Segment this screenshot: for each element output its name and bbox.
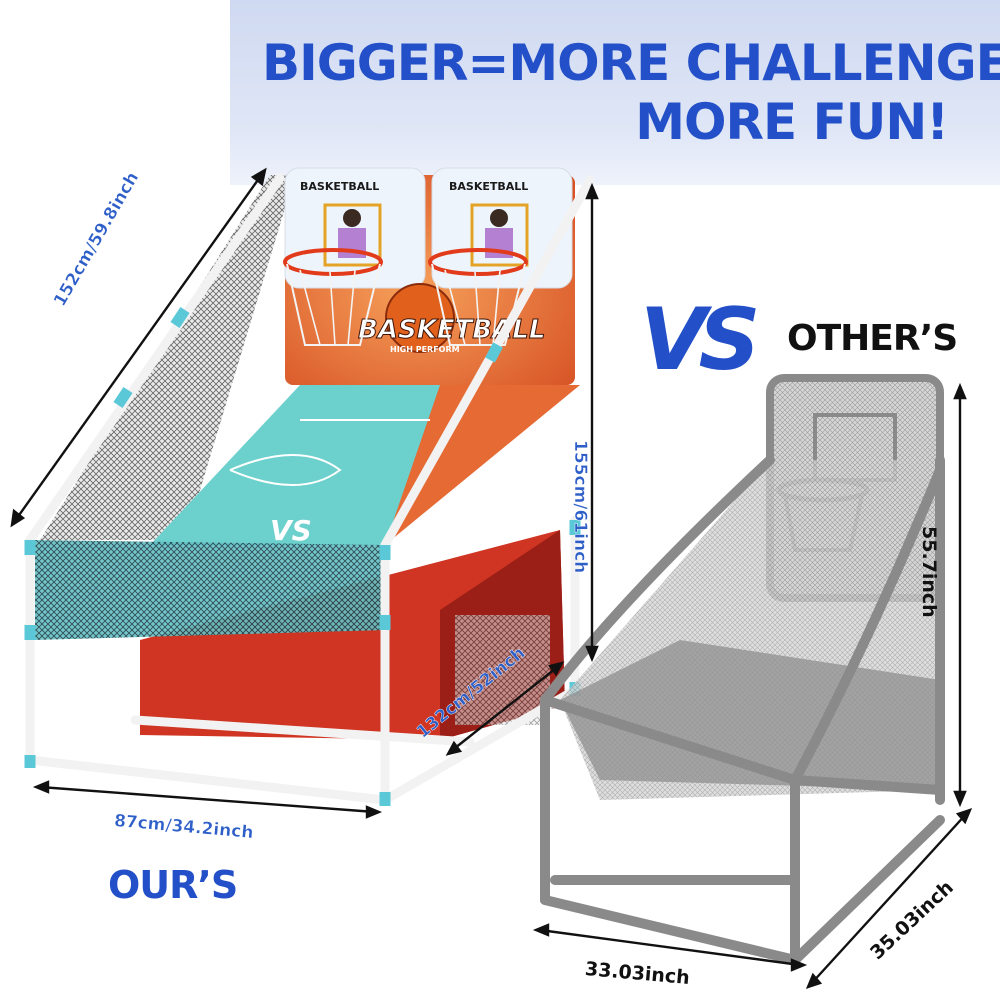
backboard-right-label: BASKETBALL	[449, 180, 528, 193]
dimension-others-height: 55.7inch	[918, 526, 940, 618]
backboard-left-label: BASKETBALL	[300, 180, 379, 193]
hoop-right	[428, 248, 528, 276]
front-net	[35, 540, 385, 640]
others-product-group	[540, 374, 945, 965]
our-product-group: VS BASKETBALL BASKETBALL BASKETBALL HIGH…	[24, 167, 595, 806]
ours-label: OUR’S	[108, 863, 238, 907]
headline-line-1: BIGGER=MORE CHALLENGE	[262, 34, 1000, 92]
headline-line-2: MORE FUN!	[635, 93, 949, 151]
banner-sub-label: HIGH PERFORM	[390, 345, 460, 354]
banner-label: BASKETBALL	[358, 315, 545, 345]
headline-banner	[230, 0, 1000, 185]
vs-label: VS	[640, 290, 760, 390]
dimension-ours-height: 155cm/61inch	[570, 440, 590, 574]
floor-logo-text: VS	[270, 514, 312, 547]
dimension-arrows	[10, 167, 973, 989]
side-net	[40, 175, 295, 540]
hoop-left	[283, 248, 383, 276]
others-label: OTHER’S	[787, 318, 958, 359]
court-teal	[150, 385, 440, 545]
